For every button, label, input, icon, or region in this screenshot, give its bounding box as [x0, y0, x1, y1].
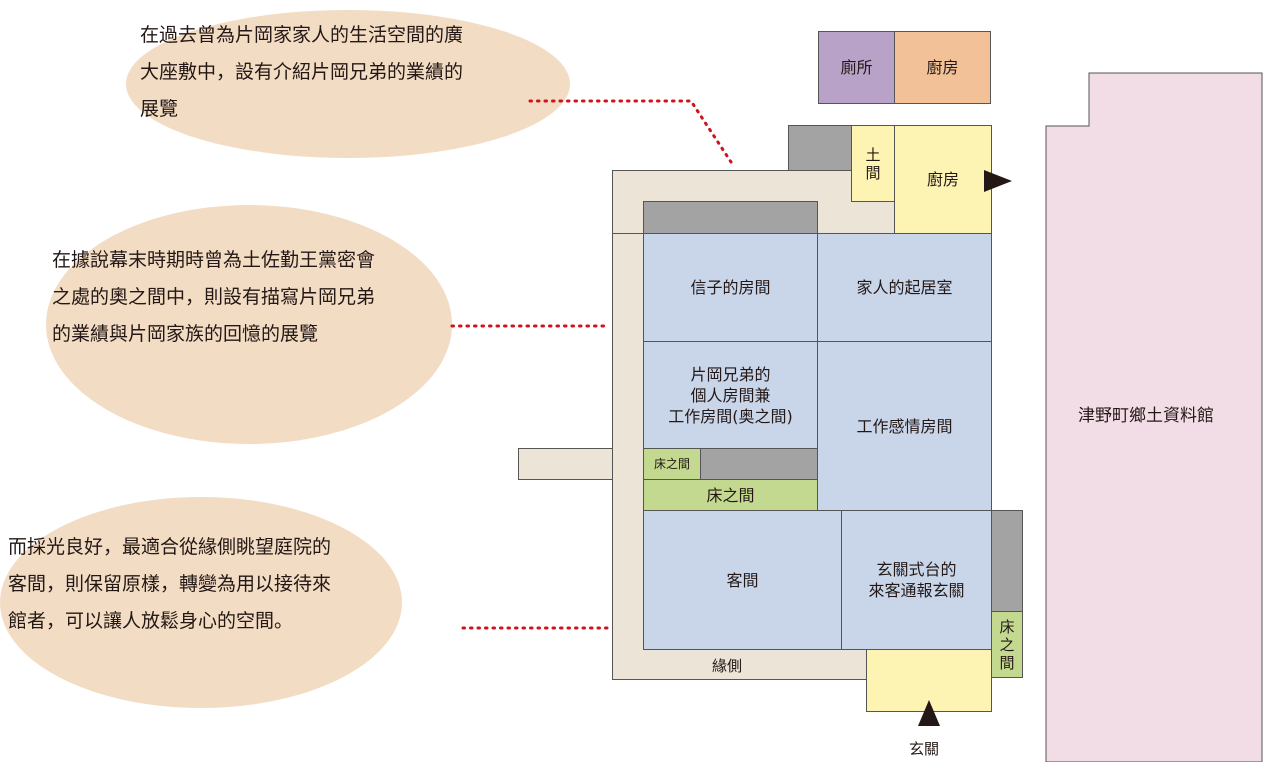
- room-genkan-shikidai: 玄關式台的 來客通報玄關: [841, 510, 992, 650]
- room-tokonoma: 床之間: [643, 479, 818, 511]
- engawa-label: 緣側: [712, 657, 743, 675]
- room-doma: 土間: [851, 125, 895, 202]
- room-toilet: 廁所: [818, 31, 895, 104]
- kitchen-entrance-arrow: [984, 170, 1012, 192]
- leader-line-top: [528, 99, 735, 167]
- museum-outline: [1045, 72, 1263, 762]
- genkan-entrance-arrow: [918, 700, 940, 726]
- note-top-text: 在過去曾為片岡家家人的生活空間的廣 大座敷中，設有介紹片岡兄弟的業績的 展覽: [140, 24, 464, 120]
- genkan-label: 玄關: [909, 740, 940, 758]
- room-tokonoma-vertical: 床之間: [991, 611, 1023, 678]
- room-brothers: 片岡兄弟的 個人房間兼 工作房間(奥之間): [643, 341, 818, 449]
- note-bubble-bottom: [0, 497, 402, 708]
- note-bottom-text: 而採光良好，最適合從緣側眺望庭院的 客間，則保留原樣，轉變為用以接待來 館者，可…: [8, 536, 332, 632]
- room-work: 工作感情房間: [817, 341, 992, 511]
- museum-label: 津野町鄉土資料館: [1078, 406, 1214, 426]
- room-tokonoma-small: 床之間: [643, 448, 701, 480]
- room-guest: 客間: [643, 510, 842, 650]
- note-middle-text: 在據說幕末時期時曾為土佐勤王黨密會 之處的奧之間中，則設有描寫片岡兄弟 的業績與…: [52, 249, 376, 345]
- room-nobuko: 信子的房間: [643, 233, 818, 342]
- room-kitchen: 廚房: [894, 125, 992, 234]
- room-kitchen-top: 廚房: [894, 31, 991, 104]
- note-bubble-top: [126, 10, 570, 158]
- museum-building: [1045, 72, 1263, 762]
- wall-block-top-left: [788, 125, 852, 171]
- room-family-living: 家人的起居室: [817, 233, 992, 342]
- note-bubble-middle: [46, 205, 452, 444]
- engawa-side-extension: [518, 448, 613, 480]
